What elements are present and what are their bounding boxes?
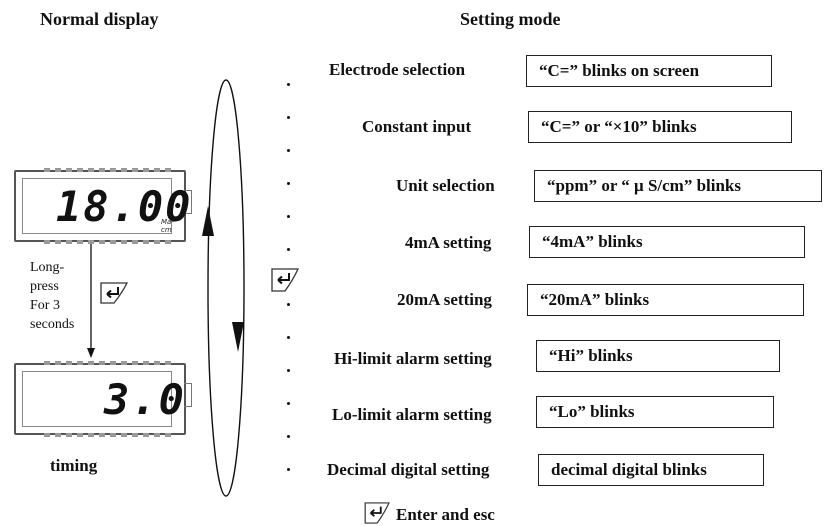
dot	[287, 402, 290, 405]
legend-text: Enter and esc	[396, 505, 495, 524]
cycle-loop	[202, 79, 245, 497]
longpress-line: press	[30, 279, 59, 294]
setting-label-lo-limit: Lo-limit alarm setting	[332, 405, 492, 424]
longpress-note: Long- press For 3 seconds	[30, 258, 74, 334]
setting-label-4ma: 4mA setting	[405, 233, 492, 252]
setting-label-decimal: Decimal digital setting	[327, 460, 490, 479]
setting-label-20ma: 20mA setting	[397, 290, 492, 309]
setting-label-electrode: Electrode selection	[329, 60, 466, 79]
setting-status-unit: “ppm” or “ μ S/cm” blinks	[534, 170, 822, 202]
dot	[287, 83, 290, 86]
lcd-reading: 3.0	[104, 375, 186, 424]
down-arrow-icon	[87, 244, 95, 358]
setting-status-hi-limit: “Hi” blinks	[536, 340, 780, 372]
lcd-reading: 18.00	[56, 182, 193, 231]
enter-key-icon	[271, 268, 300, 292]
setting-mode-header: Setting mode	[460, 9, 561, 29]
dot	[287, 435, 290, 438]
dot	[287, 215, 290, 218]
lcd-unit: Ma-cm	[161, 218, 174, 234]
dot	[287, 336, 290, 339]
lcd-display-normal: 18.00 Ma-cm	[14, 168, 192, 244]
up-arrow-icon	[202, 206, 214, 236]
setting-label-unit: Unit selection	[396, 176, 495, 195]
dot	[287, 468, 290, 471]
dot	[287, 369, 290, 372]
longpress-line: Long-	[30, 260, 65, 275]
enter-key-icon	[100, 282, 129, 304]
down-arrow-icon	[232, 322, 244, 352]
normal-display-header: Normal display	[40, 9, 159, 29]
dot	[287, 149, 290, 152]
timing-label: timing	[50, 456, 98, 475]
setting-status-4ma: “4mA” blinks	[529, 226, 805, 258]
setting-status-20ma: “20mA” blinks	[527, 284, 804, 316]
setting-label-hi-limit: Hi-limit alarm setting	[334, 349, 492, 368]
dot	[287, 182, 290, 185]
longpress-line: For 3	[30, 298, 60, 313]
setting-status-decimal: decimal digital blinks	[538, 454, 764, 486]
dot	[287, 116, 290, 119]
longpress-line: seconds	[30, 317, 75, 332]
enter-key-icon	[364, 502, 390, 524]
setting-status-constant: “C=” or “×10” blinks	[528, 111, 792, 143]
lcd-display-timing: 3.0	[14, 361, 192, 437]
dot	[287, 303, 290, 306]
setting-label-constant: Constant input	[362, 117, 472, 136]
setting-status-electrode: “C=” blinks on screen	[526, 55, 772, 87]
setting-status-lo-limit: “Lo” blinks	[536, 396, 774, 428]
dot	[287, 248, 290, 251]
